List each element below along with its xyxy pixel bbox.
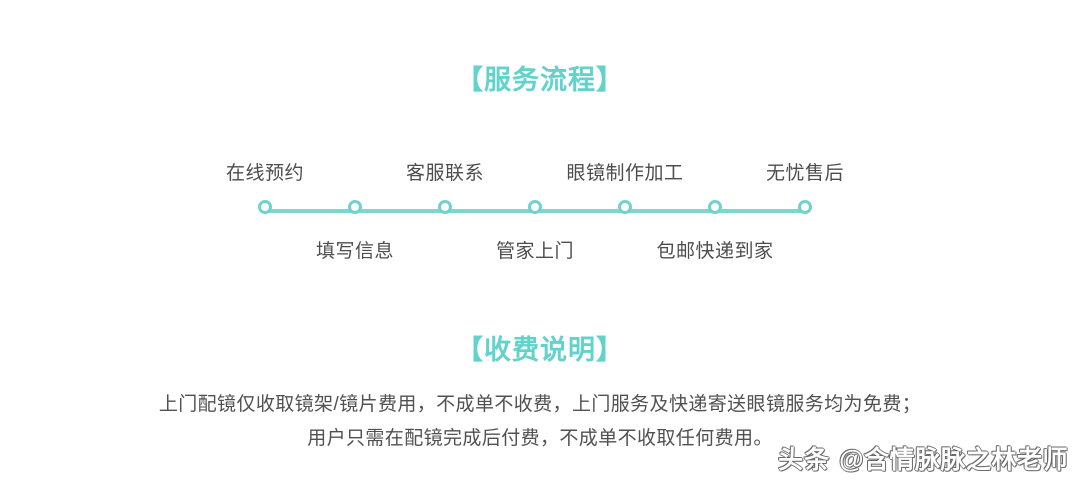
timeline-step-label: 包邮快递到家: [656, 241, 774, 262]
fee-section-title: 【收费说明】: [456, 335, 624, 365]
timeline-step-label: 眼镜制作加工: [566, 163, 684, 184]
fee-description-body: 上门配镜仅收取镜架/镜片费用，不成单不收费，上门服务及快递寄送眼镜服务均为免费；…: [0, 388, 1080, 456]
timeline-step-label: 无忧售后: [765, 163, 845, 184]
fee-description-line: 上门配镜仅收取镜架/镜片费用，不成单不收费，上门服务及快递寄送眼镜服务均为免费；: [158, 394, 922, 415]
timeline-node-4: [528, 200, 542, 214]
timeline-node-1: [258, 200, 272, 214]
timeline-node-7: [798, 200, 812, 214]
timeline-step-label: 管家上门: [495, 241, 575, 262]
timeline-node-5: [618, 200, 632, 214]
timeline-node-2: [348, 200, 362, 214]
timeline-step-label: 在线预约: [225, 163, 305, 184]
timeline-node-3: [438, 200, 452, 214]
timeline-step-label: 填写信息: [315, 241, 395, 262]
process-section-title: 【服务流程】: [456, 65, 624, 95]
timeline-node-6: [708, 200, 722, 214]
timeline-step-label: 客服联系: [405, 163, 485, 184]
fee-description-line: 用户只需在配镜完成后付费，不成单不收取任何费用。: [307, 428, 773, 449]
service-process-timeline: 在线预约填写信息 客服联系管家上门 眼镜制作加工包邮快递到家 无忧售后: [0, 150, 1080, 275]
